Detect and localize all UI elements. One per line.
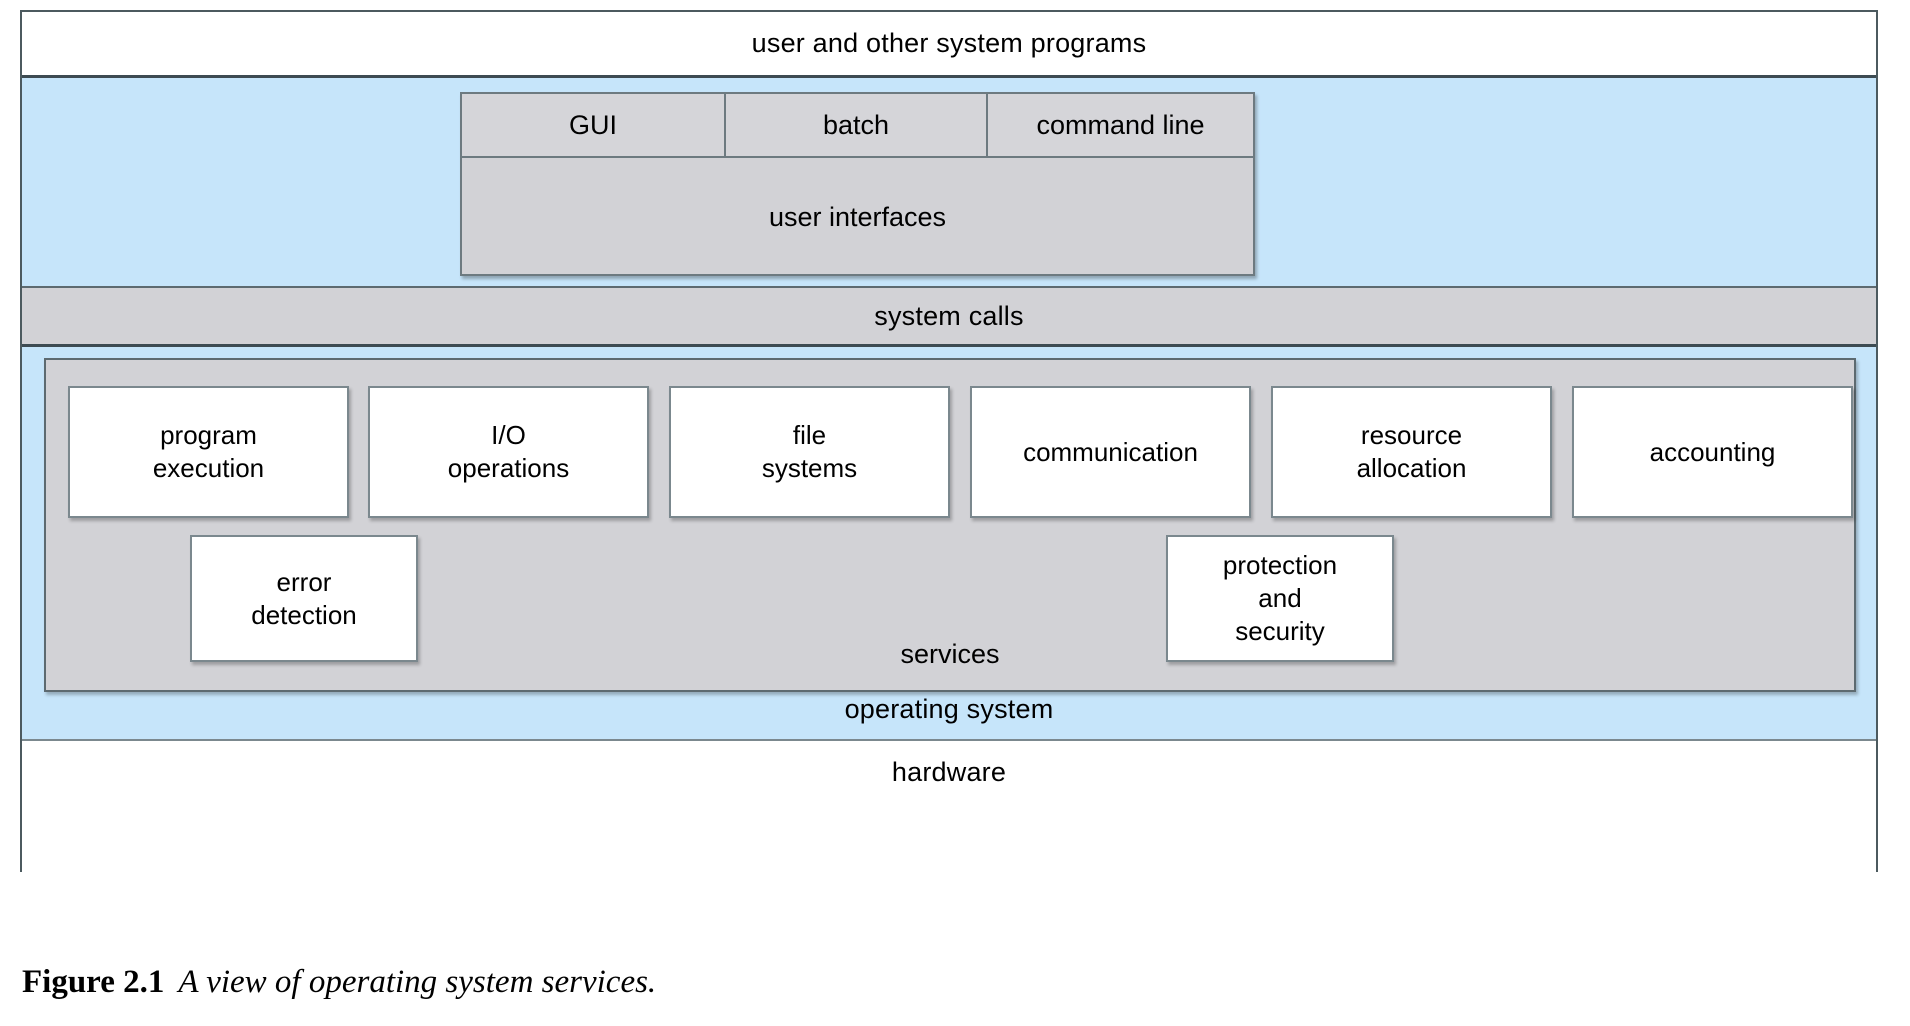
user-interface-tabs: GUI batch command line xyxy=(462,94,1253,158)
layer-operating-system: program execution I/O operations file sy… xyxy=(22,347,1876,741)
service-protection-and-security[interactable]: protection and security xyxy=(1166,535,1394,662)
service-program-execution[interactable]: program execution xyxy=(68,386,349,518)
layer-system-calls: system calls xyxy=(22,288,1876,347)
service-file-systems-label: file systems xyxy=(761,420,858,483)
service-io-operations[interactable]: I/O operations xyxy=(368,386,649,518)
tab-batch[interactable]: batch xyxy=(724,94,986,156)
layer-hardware: hardware xyxy=(22,741,1876,872)
layer-user-programs: user and other system programs xyxy=(22,12,1876,78)
service-communication-label: communication xyxy=(1023,436,1198,467)
service-error-detection[interactable]: error detection xyxy=(190,535,418,662)
services-label: services xyxy=(900,639,1000,669)
services-box: program execution I/O operations file sy… xyxy=(44,358,1856,692)
service-error-detection-label: error detection xyxy=(251,566,357,630)
tab-gui[interactable]: GUI xyxy=(462,94,724,156)
service-accounting[interactable]: accounting xyxy=(1572,386,1853,518)
layer-user-programs-label: user and other system programs xyxy=(751,28,1147,58)
service-resource-allocation[interactable]: resource allocation xyxy=(1271,386,1552,518)
service-io-operations-label: I/O operations xyxy=(447,420,570,483)
figure-caption-text: A view of operating system services. xyxy=(178,964,657,1000)
user-interfaces-body: user interfaces xyxy=(462,158,1253,276)
service-protection-and-security-label: protection and security xyxy=(1222,550,1338,646)
tab-command-line-label: command line xyxy=(1036,109,1205,140)
service-program-execution-label: program execution xyxy=(152,420,265,483)
figure-caption: Figure 2.1 A view of operating system ser… xyxy=(22,962,656,1001)
user-interfaces-label: user interfaces xyxy=(768,201,947,232)
layer-hardware-label: hardware xyxy=(891,757,1007,787)
layer-system-calls-label: system calls xyxy=(874,300,1024,331)
tab-command-line[interactable]: command line xyxy=(986,94,1253,156)
services-row-1: program execution I/O operations file sy… xyxy=(46,386,1854,518)
service-accounting-label: accounting xyxy=(1649,436,1776,467)
user-interfaces-box: GUI batch command line user interfaces xyxy=(460,92,1255,276)
figure-diagram: user and other system programs GUI batch… xyxy=(20,10,1878,872)
service-file-systems[interactable]: file systems xyxy=(669,386,950,518)
services-row-2: error detection protection and security xyxy=(46,535,1854,670)
figure-caption-number: Figure 2.1 xyxy=(22,964,165,1000)
service-resource-allocation-label: resource allocation xyxy=(1356,420,1467,483)
tab-batch-label: batch xyxy=(822,109,890,140)
layer-user-interfaces-region: GUI batch command line user interfaces xyxy=(22,78,1876,288)
service-communication[interactable]: communication xyxy=(970,386,1251,518)
tab-gui-label: GUI xyxy=(568,109,617,140)
